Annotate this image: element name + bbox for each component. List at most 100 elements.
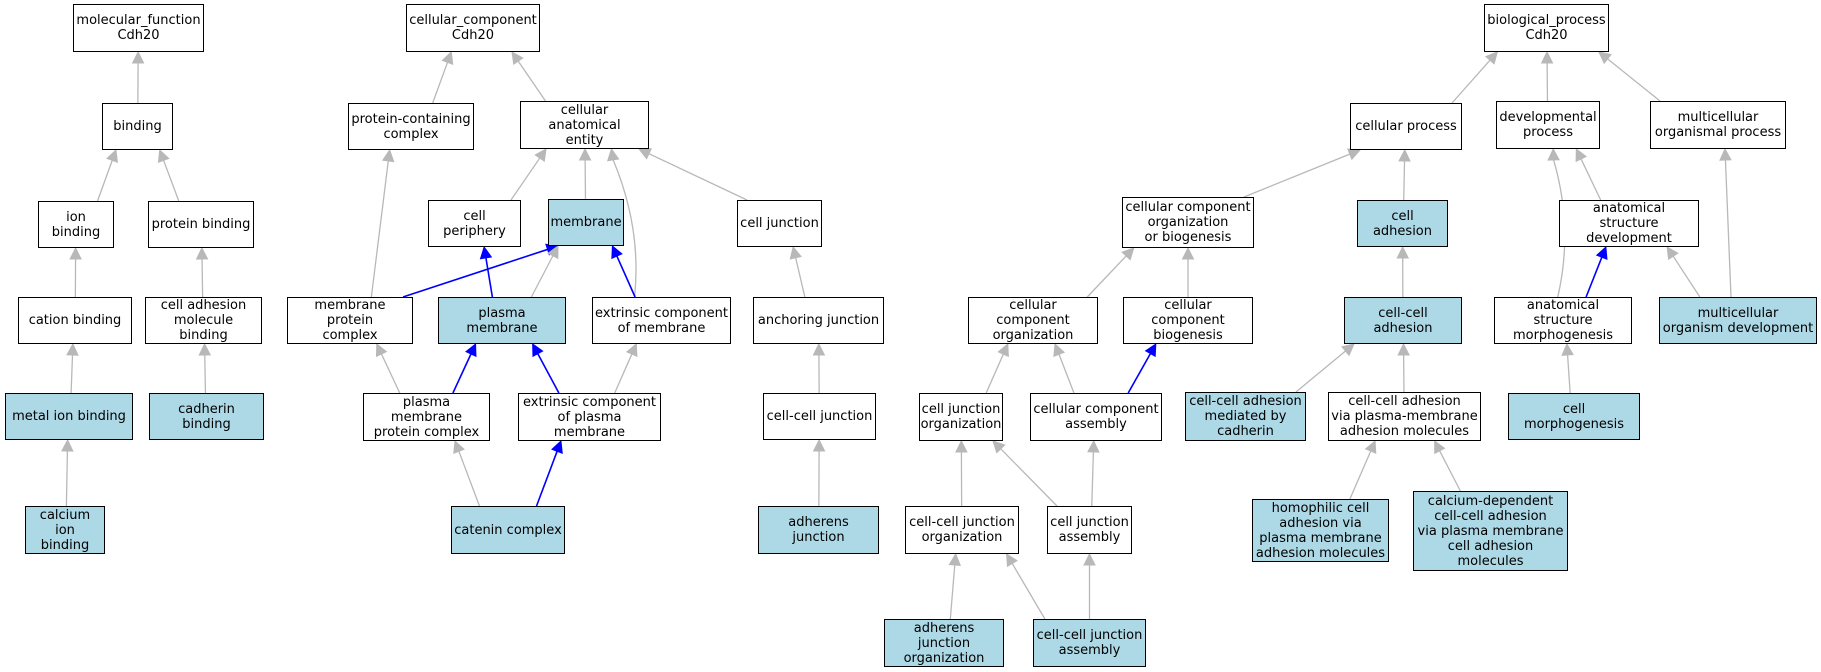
node-cation-binding: cation binding [18,297,132,344]
edge-asd-to-developmental-process [1575,147,1602,201]
edge-ccja-to-cja [1083,552,1096,619]
node-bp-root: biological_process Cdh20 [1484,4,1609,52]
edge-cadherin-binding-to-cam-binding [198,342,212,394]
edge-cell-adhesion-to-cellular-process [1398,148,1411,201]
node-metal-ion-binding: metal ion binding [5,393,133,440]
node-ion-binding: ion binding [38,201,114,248]
edge-cca-cadherin-to-cca [1295,343,1355,393]
node-adherens-junction: adherens junction [758,506,879,554]
node-protein-binding: protein binding [148,201,254,248]
node-cell-adhesion: cell adhesion [1357,200,1448,247]
edge-ion-binding-to-binding [96,148,118,202]
node-asm: anatomical structure morphogenesis [1494,297,1632,344]
node-cellular-process: cellular process [1350,103,1462,150]
edge-ajo-to-ccjo [948,552,962,620]
edge-cc-assembly-to-cco [1053,342,1075,394]
edge-catenin-complex-to-ecpm [535,439,563,507]
node-pcc: protein-containing complex [348,103,474,150]
edge-catenin-complex-to-pmpc [453,439,481,507]
node-calcium-dep: calcium-dependent cell-cell adhesion via… [1413,491,1568,571]
edge-mod-to-multicellular-op [1719,147,1732,298]
edge-mpc-to-pcc [370,148,395,298]
edge-membrane-to-cae [578,147,592,200]
edge-cja-to-cc-assembly [1087,439,1100,507]
node-anchoring-junction: anchoring junction [753,297,884,344]
edge-ecpm-to-plasma-membrane [532,343,560,394]
edge-asm-to-asd [1585,245,1608,298]
edge-plasma-membrane-to-membrane [530,245,559,298]
node-ccja: cell-cell junction assembly [1033,619,1146,667]
edge-adherens-junction-to-cell-cell-junction [812,438,826,507]
node-cca: cell-cell adhesion [1344,297,1462,344]
node-pmpc: plasma membrane protein complex [363,393,490,441]
edge-cae-to-cc-root [511,51,547,102]
edge-mpc-to-membrane [402,243,560,298]
node-cca-pm: cell-cell adhesion via plasma-membrane a… [1328,392,1481,441]
node-catenin-complex: catenin complex [451,506,565,554]
edge-cja-to-cjo [992,440,1058,507]
edge-homophilic-to-cca-pm [1349,439,1377,500]
node-ccob: cellular component organization or bioge… [1122,197,1254,248]
node-membrane: membrane [548,199,624,246]
edge-ccjo-to-cjo [955,439,968,507]
edge-anchoring-junction-to-cell-junction [789,245,806,298]
node-mod: multicellular organism development [1659,297,1817,344]
node-asd: anatomical structure development [1559,200,1699,247]
edge-pmpc-to-mpc [375,342,401,394]
node-calcium-ion-binding: calcium ion binding [25,506,105,554]
edge-cco-to-ccob [1086,247,1135,298]
node-homophilic: homophilic cell adhesion via plasma memb… [1252,499,1389,562]
node-mf-root: molecular_function Cdh20 [73,4,204,52]
edge-calcium-dep-to-cca-pm [1434,440,1461,492]
edge-mod-to-asd [1666,246,1701,298]
edge-binding-to-mf-root [131,50,145,104]
node-cc-root: cellular_component Cdh20 [406,4,540,52]
edge-developmental-process-to-bp-root [1540,50,1554,102]
node-ccb: cellular component biogenesis [1123,297,1253,344]
node-cc-assembly: cellular component assembly [1030,393,1162,441]
node-multicellular-op: multicellular organismal process [1650,101,1786,149]
node-developmental-process: developmental process [1496,101,1600,149]
node-cjo: cell junction organization [919,393,1003,441]
edge-plasma-membrane-to-cell-periphery [479,245,494,298]
node-cadherin-binding: cadherin binding [149,393,264,440]
edge-multicellular-op-to-bp-root [1598,51,1661,102]
node-cae: cellular anatomical entity [520,101,649,149]
node-ecpm: extrinsic component of plasma membrane [518,393,661,441]
node-cell-morph: cell morphogenesis [1508,393,1640,440]
node-cca-cadherin: cell-cell adhesion mediated by cadherin [1185,392,1306,441]
edge-cca-to-cell-adhesion [1396,245,1410,298]
node-ecm: extrinsic component of membrane [592,297,731,344]
edge-ccb-to-ccob [1181,246,1195,297]
edge-cell-junction-to-cae [637,148,748,201]
edge-protein-binding-to-binding [157,148,180,202]
node-binding: binding [102,103,173,150]
edge-cjo-to-cco [985,342,1009,394]
edge-ccob-to-cellular-process [1243,148,1362,198]
edge-calcium-ion-binding-to-metal-ion-binding [61,438,74,507]
edge-cca-pm-to-cca [1397,342,1410,393]
edge-cell-cell-junction-to-anchoring-junction [812,342,826,394]
node-cell-junction: cell junction [737,200,822,247]
edge-pmpc-to-plasma-membrane [452,342,477,394]
node-cja: cell junction assembly [1047,506,1132,554]
edge-cam-binding-to-protein-binding [195,246,209,298]
edge-cc-assembly-to-ccb [1127,343,1157,394]
node-cell-periphery: cell periphery [428,200,521,247]
edge-ecm-to-membrane [611,244,636,298]
node-cam-binding: cell adhesion molecule binding [145,297,262,344]
edge-pcc-to-cc-root [432,50,454,104]
edge-ecpm-to-ecm [614,342,638,394]
node-mpc: membrane protein complex [287,297,413,344]
edge-cell-periphery-to-cae [510,148,547,201]
node-ajo: adherens junction organization [884,619,1004,667]
edge-metal-ion-binding-to-cation-binding [66,342,79,394]
edge-cation-binding-to-ion-binding [69,246,82,298]
node-plasma-membrane: plasma membrane [438,297,566,344]
edge-ecm-to-cae [606,147,637,298]
node-ccjo: cell-cell junction organization [905,506,1019,554]
edge-ccja-to-ccjo [1006,553,1046,620]
edge-cell-morph-to-asm [1561,342,1574,394]
node-cco: cellular component organization [968,297,1098,344]
